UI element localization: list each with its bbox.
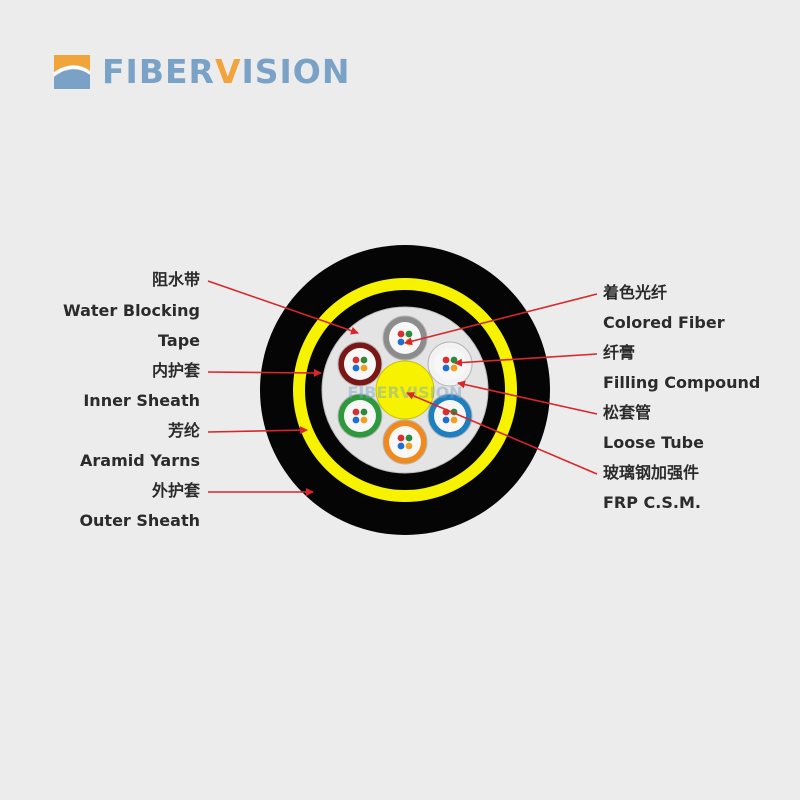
colored-fiber xyxy=(352,356,360,364)
arrow-water-blocking xyxy=(207,280,359,335)
filling-compound xyxy=(343,400,376,432)
colored-fiber xyxy=(352,416,360,424)
label-frp-en: FRP C.S.M. xyxy=(603,493,701,512)
loose-tube xyxy=(382,419,428,465)
brand-name: FIBERVISION xyxy=(102,51,351,91)
label-inner-sheath-cn: 内护套 xyxy=(151,361,200,380)
colored-fiber xyxy=(360,364,368,372)
label-filling-cn: 纤膏 xyxy=(603,343,636,362)
colored-fiber xyxy=(442,416,450,424)
colored-fiber xyxy=(397,434,405,442)
colored-fiber xyxy=(450,364,458,372)
label-water-blocking-en-2: Tape xyxy=(158,331,200,350)
frp-central-strength-member xyxy=(375,360,435,420)
label-loose-tube-en: Loose Tube xyxy=(603,433,704,452)
arrow-loose-tube xyxy=(457,380,598,415)
colored-fiber xyxy=(405,434,413,442)
filling-compound xyxy=(389,322,421,354)
label-water-blocking-cn: 阻水带 xyxy=(151,270,200,289)
label-colored-fiber-cn: 着色光纤 xyxy=(603,283,668,302)
colored-fiber xyxy=(442,356,450,364)
colored-fiber xyxy=(352,408,360,416)
loose-tube xyxy=(337,393,383,439)
colored-fiber xyxy=(352,364,360,372)
filling-compound xyxy=(434,348,467,380)
label-outer-sheath-en: Outer Sheath xyxy=(79,511,200,530)
colored-fiber xyxy=(360,356,368,364)
callout-arrows xyxy=(207,280,598,496)
label-filling-en: Filling Compound xyxy=(603,373,761,392)
watermark-text: FIBERVISION xyxy=(347,383,462,402)
label-water-blocking-en-1: Water Blocking xyxy=(63,301,200,320)
label-colored-fiber-en: Colored Fiber xyxy=(603,313,725,332)
colored-fiber xyxy=(360,408,368,416)
brand-logo: FIBERVISION xyxy=(50,48,350,94)
label-inner-sheath-en: Inner Sheath xyxy=(83,391,200,410)
label-aramid-en: Aramid Yarns xyxy=(80,451,200,470)
loose-tube xyxy=(382,315,428,361)
arrow-frp xyxy=(406,392,598,475)
filling-compound xyxy=(343,348,376,380)
colored-fiber xyxy=(360,416,368,424)
colored-fiber xyxy=(397,330,405,338)
label-frp-cn: 玻璃钢加强件 xyxy=(603,463,700,482)
label-loose-tube-cn: 松套管 xyxy=(603,403,652,422)
arrow-inner-sheath xyxy=(207,368,322,377)
colored-fiber xyxy=(405,330,413,338)
arrow-aramid xyxy=(207,426,308,435)
colored-fiber xyxy=(397,442,405,450)
label-aramid-cn: 芳纶 xyxy=(167,421,200,440)
label-outer-sheath-cn: 外护套 xyxy=(151,481,200,500)
fibervision-logo-icon xyxy=(53,55,91,89)
arrow-colored-fiber xyxy=(404,293,598,346)
colored-fiber xyxy=(397,338,405,346)
colored-fiber xyxy=(442,364,450,372)
loose-tube xyxy=(427,341,473,387)
arrow-filling xyxy=(454,353,598,367)
colored-fiber xyxy=(405,442,413,450)
colored-fiber xyxy=(450,416,458,424)
loose-tube xyxy=(337,341,383,387)
filling-compound xyxy=(389,426,421,458)
